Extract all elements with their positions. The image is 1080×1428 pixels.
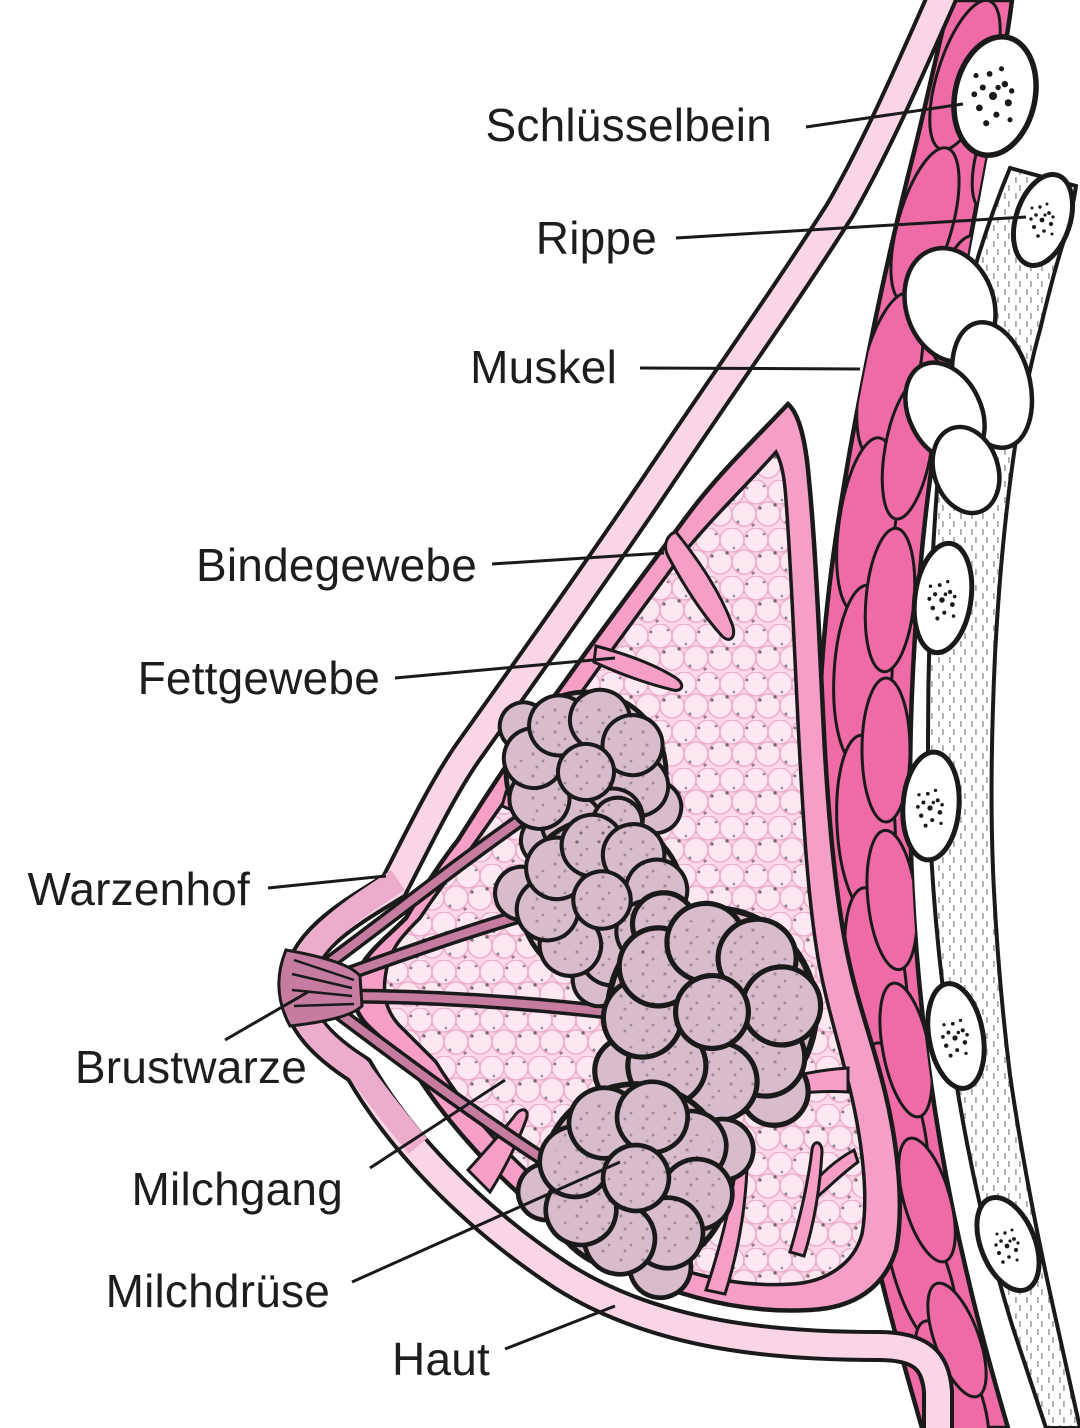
label-milchdruese: Milchdrüse: [105, 1265, 330, 1317]
leader-line-rippe: [675, 215, 1027, 240]
septum: [788, 1141, 824, 1258]
label-fettgewebe: Fettgewebe: [137, 652, 380, 704]
leader-line-muskel: [639, 366, 861, 371]
label-milchgang: Milchgang: [131, 1163, 343, 1215]
leader-line-bindegewebe: [491, 551, 665, 566]
leader-line-milchgang: [369, 1078, 506, 1170]
leader-line-schluesselbein: [805, 102, 964, 129]
gland-clusters: [467, 666, 884, 1338]
label-schluesselbein: Schlüsselbein: [485, 99, 772, 151]
muscle-fibers: [832, 0, 1012, 1428]
label-bindegewebe: Bindegewebe: [196, 539, 477, 591]
leader-line-brustwarze: [224, 990, 309, 1042]
septum: [664, 530, 736, 641]
clavicle-bone: [951, 33, 1039, 159]
shoulder-lobes: [902, 245, 1035, 516]
leader-line-fettgewebe: [394, 656, 616, 680]
label-brustwarze: Brustwarze: [74, 1041, 307, 1093]
label-muskel: Muskel: [470, 341, 617, 393]
label-warzenhof: Warzenhof: [27, 863, 250, 915]
label-rippe: Rippe: [535, 212, 657, 264]
rib-bone-2: [911, 540, 975, 656]
leader-line-haut: [504, 1304, 616, 1351]
septum: [592, 644, 684, 692]
nipple-hub: [277, 948, 364, 1028]
rib-bone-5: [974, 1194, 1042, 1294]
label-haut: Haut: [392, 1333, 490, 1385]
leader-line-warzenhof: [267, 874, 387, 890]
rib-bone-3: [900, 749, 962, 863]
rib-bone-4: [925, 981, 987, 1091]
rib-bone-1: [1010, 172, 1076, 268]
leader-line-milchdruese: [351, 1160, 621, 1284]
